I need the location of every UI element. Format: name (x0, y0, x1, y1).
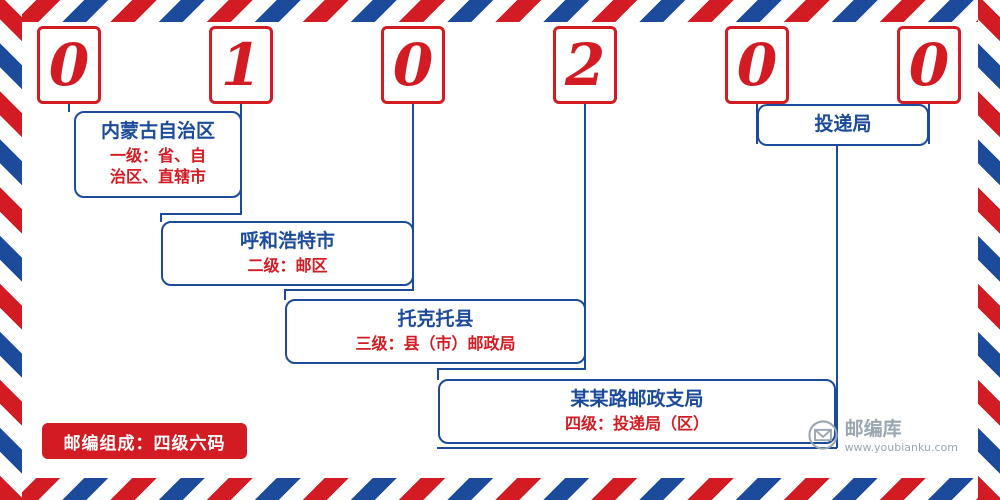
callout-level-1: 内蒙古自治区 一级：省、自 治区、直辖市 (74, 111, 242, 198)
postcode-digit-1-value: 0 (48, 31, 90, 99)
connector-digit1-vertical (68, 104, 70, 112)
postcode-digit-5-value: 0 (736, 31, 778, 99)
connector-digit4-horizontal (437, 368, 586, 370)
airmail-border-left (0, 0, 22, 500)
callout-level-4-subtitle: 四级：投递局（区） (564, 413, 709, 433)
connector-right-spine-horizontal (437, 447, 837, 449)
postcode-composition-tag-label: 邮编组成：四级六码 (63, 433, 226, 454)
callout-delivery-office: 投递局 (757, 104, 929, 146)
postcode-digit-2: 1 (209, 26, 273, 104)
callout-level-2-title: 呼和浩特市 (239, 230, 335, 252)
connector-digit3-vertical-upper (412, 104, 414, 290)
postcode-digit-6-value: 0 (908, 31, 950, 99)
connector-digit2-vertical-lower (160, 213, 162, 222)
airmail-border-bottom (0, 478, 1000, 500)
callout-level-4-title: 某某路邮政支局 (570, 388, 704, 410)
airmail-border-right (978, 0, 1000, 500)
site-logo-text: 邮编库 www.youbianku.com (844, 418, 958, 456)
callout-level-2-subtitle: 二级：邮区 (247, 255, 328, 275)
site-logo-url: www.youbianku.com (844, 440, 958, 454)
connector-digit6-vertical (928, 104, 930, 144)
callout-level-1-title: 内蒙古自治区 (100, 120, 215, 142)
callout-level-3: 托克托县 三级：县（市）邮政局 (285, 299, 586, 365)
callout-level-4: 某某路邮政支局 四级：投递局（区） (438, 379, 836, 445)
airmail-border-top (0, 0, 1000, 22)
site-logo: 邮编库 www.youbianku.com (807, 418, 958, 456)
callout-delivery-office-title: 投递局 (814, 113, 872, 136)
connector-right-spine-vertical (836, 144, 838, 448)
connector-digit4-vertical-lower (437, 368, 439, 380)
callout-level-3-subtitle: 三级：县（市）邮政局 (355, 333, 516, 353)
postcode-digit-5: 0 (725, 26, 789, 104)
postcode-digit-6: 0 (897, 26, 961, 104)
postcode-digit-3-value: 0 (392, 31, 434, 99)
connector-digit3-vertical-lower (284, 289, 286, 300)
callout-level-3-title: 托克托县 (397, 308, 474, 330)
connector-digit2-horizontal (160, 213, 242, 215)
postcode-digit-4-value: 2 (564, 31, 606, 99)
postcode-digit-4: 2 (553, 26, 617, 104)
connector-digit4-vertical-upper (584, 104, 586, 369)
envelope-circle-icon (807, 420, 838, 450)
callout-level-2: 呼和浩特市 二级：邮区 (161, 221, 414, 287)
site-logo-name: 邮编库 (844, 418, 902, 440)
postcode-digit-2-value: 1 (220, 31, 262, 99)
callout-level-1-subtitle-line1: 一级：省、自 (109, 145, 206, 165)
connector-digit3-horizontal (284, 289, 414, 291)
postcode-digit-3: 0 (381, 26, 445, 104)
postcode-digit-1: 0 (37, 26, 101, 104)
postcode-composition-tag: 邮编组成：四级六码 (42, 423, 247, 459)
callout-level-1-subtitle-line2: 治区、直辖市 (109, 167, 206, 187)
